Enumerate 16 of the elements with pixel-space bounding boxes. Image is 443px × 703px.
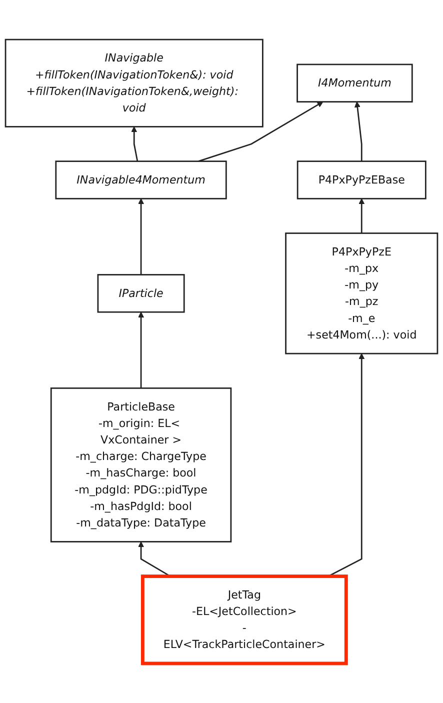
node-box: P4PxPyPzE -m_px -m_py -m_pz -m_e +set4Mom(...): void bbox=[285, 232, 438, 354]
node-box: P4PxPyPzEBase bbox=[296, 160, 426, 200]
node-box: IParticle bbox=[97, 274, 185, 313]
arrow bbox=[354, 102, 362, 162]
arrow bbox=[138, 541, 171, 577]
arrow bbox=[131, 126, 138, 162]
arrow bbox=[138, 312, 144, 388]
arrow bbox=[328, 353, 365, 577]
arrow bbox=[358, 198, 365, 234]
node-box: INavigable4Momentum bbox=[55, 160, 227, 200]
node-box: INavigable +fillToken(INavigationToken&): void +fillToken(INavigationToken&,weight): void bbox=[4, 38, 264, 128]
arrow bbox=[138, 198, 144, 275]
arrow bbox=[198, 102, 324, 162]
node-box: ParticleBase -m_origin: EL< VxContainer > -m_charge: ChargeType -m_hasCharge: bool -m_pdgId: PDG::pidType -m_hasPdgId: bool -m_dataType: DataType bbox=[50, 387, 232, 542]
node-box: JetTag -EL<JetCollection> -ELV<TrackParticleContainer> bbox=[140, 574, 348, 666]
node-box: I4Momentum bbox=[296, 64, 413, 102]
